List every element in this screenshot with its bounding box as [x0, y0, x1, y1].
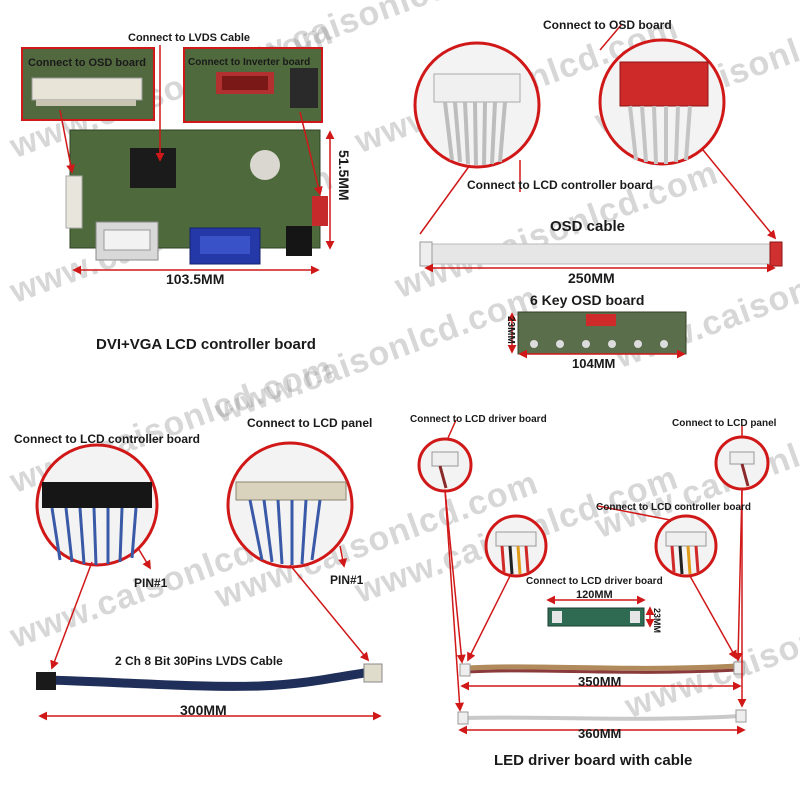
- lvds-cable-photo: [35, 441, 383, 691]
- lvds-pin1-left: PIN#1: [134, 576, 168, 590]
- board-height-dimension: 51.5MM: [336, 150, 352, 201]
- osd-cable-length: 250MM: [568, 270, 615, 286]
- led-connect-driver-mid: Connect to LCD driver board: [526, 576, 663, 587]
- led-cable2-length: 360MM: [578, 726, 622, 741]
- inverter-connector-label: Connect to Inverter board: [188, 57, 311, 68]
- led-cable1-length: 350MM: [578, 674, 622, 689]
- osd-board-title: 6 Key OSD board: [530, 292, 645, 308]
- osd-connect-osd-label: Connect to OSD board: [543, 18, 672, 32]
- lvds-cable-title: 2 Ch 8 Bit 30Pins LVDS Cable: [115, 654, 283, 668]
- lvds-cable-length: 300MM: [180, 702, 227, 718]
- lvds-cable-label: Connect to LVDS Cable: [128, 32, 251, 44]
- board-width-dimension: 103.5MM: [166, 271, 225, 287]
- osd-connect-controller-label: Connect to LCD controller board: [467, 178, 653, 192]
- lvds-connect-controller-label: Connect to LCD controller board: [14, 432, 200, 446]
- led-board-height: 23MM: [652, 608, 662, 634]
- controller-board-title: DVI+VGA LCD controller board: [96, 336, 316, 353]
- osd-key-board-photo: [517, 311, 687, 355]
- led-connect-driver-top: Connect to LCD driver board: [410, 414, 547, 425]
- osd-connector-label: Connect to OSD board: [28, 57, 146, 69]
- lvds-connect-panel-label: Connect to LCD panel: [247, 416, 373, 430]
- osd-board-height: 23MM: [505, 316, 516, 344]
- lvds-pin1-right: PIN#1: [330, 573, 364, 587]
- osd-cable-title: OSD cable: [550, 218, 626, 235]
- led-board-width: 120MM: [576, 589, 613, 601]
- led-connect-panel: Connect to LCD panel: [672, 418, 777, 429]
- osd-cable-photo: [413, 38, 783, 267]
- led-driver-title: LED driver board with cable: [494, 752, 693, 769]
- osd-board-width: 104MM: [572, 356, 616, 371]
- led-connect-controller: Connect to LCD controller board: [596, 502, 751, 513]
- led-driver-photo: [417, 435, 770, 725]
- controller-board-photo: [21, 47, 328, 265]
